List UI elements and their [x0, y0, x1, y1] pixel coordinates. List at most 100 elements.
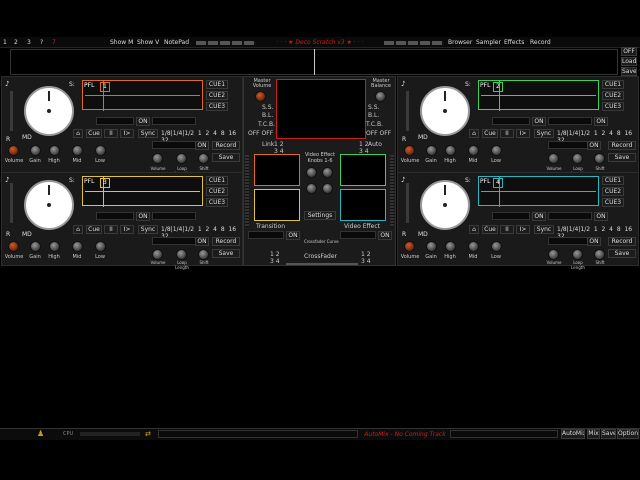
deck-3-fx-field[interactable]: [152, 212, 196, 220]
deck-4-pitch-slider[interactable]: [406, 183, 409, 223]
settings-button[interactable]: Settings: [304, 211, 336, 220]
deck-2-sync-button[interactable]: Sync: [534, 129, 554, 138]
deck-1-on-button-2[interactable]: ON: [195, 141, 209, 150]
deck-1-mid-knob[interactable]: [72, 145, 83, 156]
options-button[interactable]: Options: [617, 429, 639, 439]
deck-2-record-button[interactable]: Record: [608, 141, 636, 150]
deck-4-shift-knob[interactable]: [594, 249, 605, 260]
deck-1-loop-field[interactable]: [152, 141, 196, 149]
deck-3-loop-length-knob[interactable]: [176, 249, 187, 260]
deck-1-save-button[interactable]: Save: [212, 153, 240, 162]
deck-3-platter[interactable]: [24, 180, 74, 230]
deck-1-loop-buttons[interactable]: 1/8|1/4|1/2 1 2 4 8 16 32: [161, 130, 237, 144]
deck-3-save-button[interactable]: Save: [212, 249, 240, 258]
transition-preview-2[interactable]: [254, 189, 300, 221]
deck-4-gain-knob[interactable]: [426, 241, 437, 252]
video-fx-knob-4[interactable]: [322, 183, 333, 194]
deck-4-on-button-2[interactable]: ON: [587, 237, 601, 246]
cf-nums-left-top[interactable]: 1 2: [270, 251, 280, 258]
deck-4-low-knob[interactable]: [491, 241, 502, 252]
deck-3-on-button-2[interactable]: ON: [195, 237, 209, 246]
deck-4-cue3[interactable]: CUE3: [602, 198, 624, 207]
deck-3-cue2[interactable]: CUE2: [206, 187, 228, 196]
deck-1-on-button[interactable]: ON: [136, 117, 150, 126]
deck-3-cue1[interactable]: CUE1: [206, 176, 228, 185]
deck-2-loop-buttons[interactable]: 1/8|1/4|1/2 1 2 4 8 16 32: [557, 130, 633, 144]
video-fx-knob-3[interactable]: [306, 183, 317, 194]
deck-3-loop-buttons[interactable]: 1/8|1/4|1/2 1 2 4 8 16 32: [161, 226, 237, 240]
deck-3-high-knob[interactable]: [49, 241, 60, 252]
transition-preview[interactable]: [254, 154, 300, 186]
cf-nums-left-bottom[interactable]: 3 4: [270, 258, 280, 265]
deck-1-volume-knob[interactable]: [8, 145, 19, 156]
deck-3-on-button[interactable]: ON: [136, 212, 150, 221]
deck-2-on-button-b[interactable]: ON: [594, 117, 608, 126]
deck-2-pfl-label[interactable]: PFL: [480, 82, 491, 89]
video-effect-on-button[interactable]: ON: [378, 231, 392, 240]
deck-1-high-knob[interactable]: [49, 145, 60, 156]
right-nums-bottom[interactable]: 3 4: [359, 148, 369, 155]
deck-1-fx-field[interactable]: [152, 117, 196, 125]
deck-2-on-button-2[interactable]: ON: [587, 141, 601, 150]
cf-nums-right-bottom[interactable]: 3 4: [361, 258, 371, 265]
deck-2-loop-length-knob[interactable]: [572, 153, 583, 164]
deck-3-record-button[interactable]: Record: [212, 237, 240, 246]
deck-2-cue-button[interactable]: Cue: [482, 129, 498, 138]
deck-3-sync-button[interactable]: Sync: [138, 225, 158, 234]
master-video-preview[interactable]: [276, 79, 366, 139]
deck-4-pause-button[interactable]: II: [500, 225, 514, 234]
deck-2-cue3[interactable]: CUE3: [602, 102, 624, 111]
deck-1-play-button[interactable]: I>: [120, 129, 134, 138]
deck-1-shift-knob[interactable]: [198, 153, 209, 164]
deck-4-on-button-b[interactable]: ON: [594, 212, 608, 221]
link-nums-top[interactable]: 1 2: [274, 141, 284, 148]
deck-1-cue2[interactable]: CUE2: [206, 91, 228, 100]
show-m-button[interactable]: Show M: [110, 39, 134, 46]
deck-1-pause-button[interactable]: II: [104, 129, 118, 138]
deck-1-fx-volume-knob[interactable]: [152, 153, 163, 164]
deck-2-volume-knob[interactable]: [404, 145, 415, 156]
deck-4-volume-knob[interactable]: [404, 241, 415, 252]
deck-1-record-button[interactable]: Record: [212, 141, 240, 150]
right-nums-top[interactable]: 1 2: [359, 141, 369, 148]
deck-4-pfl-label[interactable]: PFL: [480, 178, 491, 185]
deck-2-pause-button[interactable]: II: [500, 129, 514, 138]
tab-2[interactable]: 2: [14, 39, 18, 46]
deck-4-fx-volume-knob[interactable]: [548, 249, 559, 260]
master-balance-knob[interactable]: [375, 91, 386, 102]
deck-3-play-button[interactable]: I>: [120, 225, 134, 234]
effects-button[interactable]: Effects: [504, 39, 525, 46]
load-button[interactable]: Load: [621, 57, 637, 66]
crossfader-slider[interactable]: [286, 263, 358, 265]
link-nums-bottom[interactable]: 3 4: [274, 148, 284, 155]
off-off-left[interactable]: OFF OFF: [248, 130, 274, 137]
deck-4-mid-knob[interactable]: [468, 241, 479, 252]
deck-2-cue2[interactable]: CUE2: [602, 91, 624, 100]
deck-1-home-icon[interactable]: ⌂: [73, 129, 83, 138]
deck-2-platter[interactable]: [420, 86, 470, 136]
deck-4-platter[interactable]: [420, 180, 470, 230]
deck-1-low-knob[interactable]: [95, 145, 106, 156]
deck-4-save-button[interactable]: Save: [608, 249, 636, 258]
deck-1-pitch-slider[interactable]: [10, 91, 13, 131]
deck-3-gain-knob[interactable]: [30, 241, 41, 252]
deck-4-fx-field[interactable]: [548, 212, 592, 220]
deck-1-cue-button[interactable]: Cue: [86, 129, 102, 138]
video-fx-knob-2[interactable]: [322, 167, 333, 178]
deck-3-cue3[interactable]: CUE3: [206, 198, 228, 207]
deck-2-on-button[interactable]: ON: [532, 117, 546, 126]
deck-4-cue2[interactable]: CUE2: [602, 187, 624, 196]
deck-2-pitch-field[interactable]: [492, 117, 530, 125]
deck-2-fx-volume-knob[interactable]: [548, 153, 559, 164]
mix-button[interactable]: Mix: [587, 429, 600, 439]
off-off-right[interactable]: OFF OFF: [366, 130, 392, 137]
record-menu-button[interactable]: Record: [530, 39, 551, 46]
deck-3-mid-knob[interactable]: [72, 241, 83, 252]
deck-3-pitch-field[interactable]: [96, 212, 134, 220]
deck-3-pause-button[interactable]: II: [104, 225, 118, 234]
automix-icon[interactable]: ⇄: [145, 430, 151, 438]
deck-2-pitch-slider[interactable]: [406, 91, 409, 131]
deck-1-platter[interactable]: [24, 86, 74, 136]
deck-3-pfl-label[interactable]: PFL: [84, 178, 95, 185]
transition-select[interactable]: [248, 231, 284, 239]
